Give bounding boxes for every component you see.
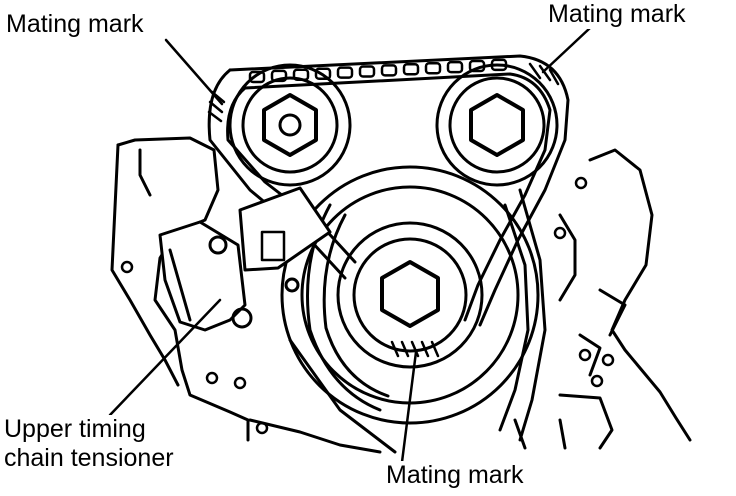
leader-bottom (400, 350, 418, 464)
mating-mark-top-right-label: Mating mark (548, 0, 686, 29)
chain-link (446, 60, 464, 74)
chain-link (380, 64, 398, 77)
upper-timing-chain-tensioner (158, 186, 332, 332)
leader-top-left (164, 38, 224, 106)
chain-link (336, 66, 354, 79)
tensioner-label-line-2: chain tensioner (4, 444, 174, 472)
engine-block-outline (110, 136, 692, 454)
leader-lines (108, 26, 592, 464)
leader-top-right (541, 26, 592, 74)
left-camshaft-sprocket (228, 63, 352, 187)
leader-tensioner (108, 298, 222, 417)
chain-link (270, 69, 288, 83)
mating-mark-top-left-label: Mating mark (6, 10, 144, 39)
tensioner-label-line-1: Upper timing (4, 415, 146, 443)
right-camshaft-sprocket (435, 63, 559, 187)
crankshaft-mating-mark-hatch (390, 340, 440, 358)
chain-link (314, 67, 332, 80)
chain-link (358, 65, 376, 78)
chain-link (424, 61, 442, 75)
top-right-mating-mark-hatch (528, 62, 560, 86)
bolt-holes (120, 176, 615, 435)
chain-link (402, 63, 420, 76)
mating-mark-bottom-label: Mating mark (386, 461, 524, 490)
upper-timing-chain-tensioner-label: Upper timing chain tensioner (4, 415, 174, 473)
chain-link (248, 70, 266, 84)
